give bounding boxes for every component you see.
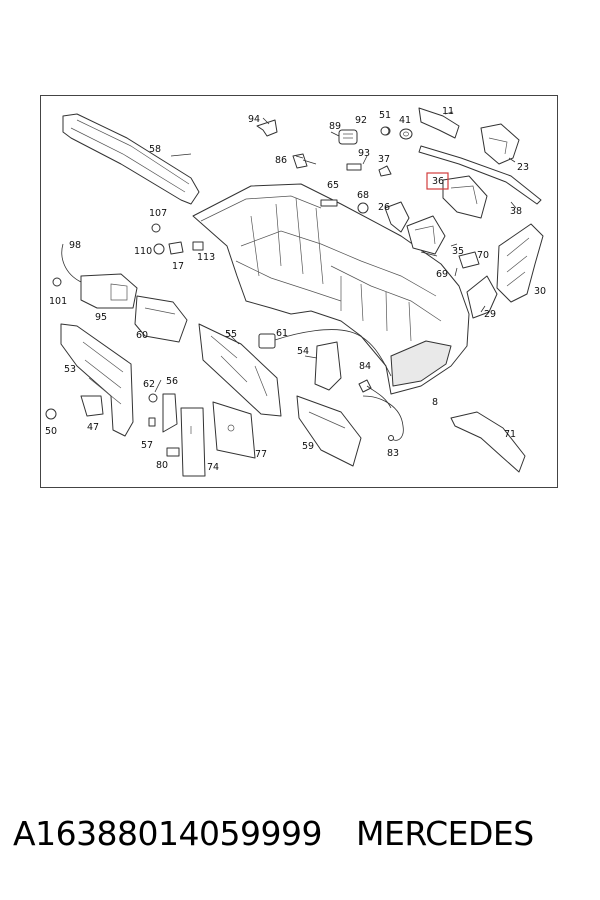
part-70-cover — [458, 251, 480, 269]
part-113-screw — [192, 241, 204, 251]
part-8-bumper-cover — [192, 183, 470, 395]
callout-68: 68 — [357, 190, 369, 201]
part-60-bracket — [134, 295, 188, 343]
part-107-grommet — [151, 223, 161, 233]
part-37-clip — [378, 165, 392, 177]
part-36-bracket — [442, 175, 488, 219]
part-number: A16388014059999 — [13, 813, 323, 853]
callout-37: 37 — [378, 154, 390, 165]
callout-89: 89 — [329, 121, 341, 132]
callout-41: 41 — [399, 115, 411, 126]
callout-62: 62 — [143, 379, 155, 390]
callout-58: 58 — [149, 144, 161, 155]
parts-diagram-frame: 58 94 92 51 41 11 23 89 86 37 93 36 65 6… — [40, 95, 558, 488]
callout-35: 35 — [452, 246, 464, 257]
part-41-grommet — [399, 128, 413, 140]
callout-61: 61 — [276, 328, 288, 339]
callout-84: 84 — [359, 361, 371, 372]
part-83-sensor-wire — [362, 395, 404, 441]
callout-59: 59 — [302, 441, 314, 452]
part-38-strip — [418, 145, 542, 205]
callout-74: 74 — [207, 462, 219, 473]
footer: A16388014059999 MERCEDES — [13, 808, 598, 858]
callout-77: 77 — [255, 449, 267, 460]
callout-113: 113 — [197, 252, 215, 263]
part-47-bracket — [80, 395, 104, 417]
part-58-beam — [62, 113, 200, 205]
brand-name: MERCEDES — [356, 813, 534, 853]
part-61-connector — [258, 329, 392, 377]
part-53-bracket — [60, 323, 134, 437]
callout-8: 8 — [432, 397, 438, 408]
callout-110: 110 — [134, 246, 152, 257]
callout-17: 17 — [172, 261, 184, 272]
part-11-bracket — [418, 107, 460, 139]
callout-65: 65 — [327, 180, 339, 191]
callout-54: 54 — [297, 346, 309, 357]
callout-11: 11 — [442, 106, 454, 117]
part-30-bracket — [496, 223, 544, 303]
part-77-plate — [212, 401, 256, 459]
callout-83: 83 — [387, 448, 399, 459]
part-89-sensor — [338, 129, 358, 145]
callout-36: 36 — [432, 176, 444, 187]
part-98-wire — [61, 243, 82, 283]
part-95-bracket — [80, 273, 138, 309]
part-26-bracket — [384, 201, 410, 233]
callout-30: 30 — [534, 286, 546, 297]
callout-47: 47 — [87, 422, 99, 433]
part-50-bolt — [45, 408, 57, 420]
callout-23: 23 — [517, 162, 529, 173]
part-57-screw — [148, 417, 156, 427]
callout-50: 50 — [45, 426, 57, 437]
callout-69: 69 — [436, 269, 448, 280]
parts-diagram: 58 94 92 51 41 11 23 89 86 37 93 36 65 6… — [45, 106, 546, 477]
part-110-nut — [153, 243, 165, 255]
callout-98: 98 — [69, 240, 81, 251]
part-54-bracket — [314, 341, 342, 391]
part-93-screw — [346, 163, 362, 171]
leader-lines — [154, 111, 517, 393]
part-56-bracket — [162, 393, 178, 433]
callout-94: 94 — [248, 114, 260, 125]
part-59-trim — [296, 395, 362, 467]
callout-92: 92 — [355, 115, 367, 126]
part-71-trim — [450, 411, 526, 473]
callout-55: 55 — [225, 329, 237, 340]
callout-71: 71 — [504, 429, 516, 440]
part-29-bracket — [466, 275, 498, 319]
callout-51: 51 — [379, 110, 391, 121]
callout-95: 95 — [95, 312, 107, 323]
part-62-screw — [148, 393, 158, 403]
callout-70: 70 — [477, 250, 489, 261]
callout-80: 80 — [156, 460, 168, 471]
part-94-bracket — [256, 119, 278, 137]
callout-60: 60 — [136, 330, 148, 341]
part-68-nut — [357, 202, 369, 214]
part-84-sensor — [358, 379, 392, 409]
part-55-bracket — [198, 323, 282, 417]
callout-53: 53 — [64, 364, 76, 375]
part-35-bracket — [406, 215, 446, 255]
part-86-sensor-holder — [292, 153, 317, 169]
part-65-screw — [320, 199, 338, 207]
callout-29: 29 — [484, 309, 496, 320]
callout-57: 57 — [141, 440, 153, 451]
callout-101: 101 — [49, 296, 67, 307]
part-17-clip — [168, 241, 184, 255]
part-80-screw — [166, 447, 180, 457]
callout-93: 93 — [358, 148, 370, 159]
highlight-box-36 — [426, 172, 449, 190]
callout-107: 107 — [149, 208, 167, 219]
part-23-bracket — [480, 123, 520, 165]
part-51-nut-body — [380, 126, 390, 136]
callout-38: 38 — [510, 206, 522, 217]
callout-26: 26 — [378, 202, 390, 213]
callout-86: 86 — [275, 155, 287, 166]
part-101-screw — [52, 277, 62, 287]
part-74-plate — [180, 407, 206, 477]
callouts: 58 94 92 51 41 11 23 89 86 37 93 36 65 6… — [45, 106, 546, 473]
callout-56: 56 — [166, 376, 178, 387]
